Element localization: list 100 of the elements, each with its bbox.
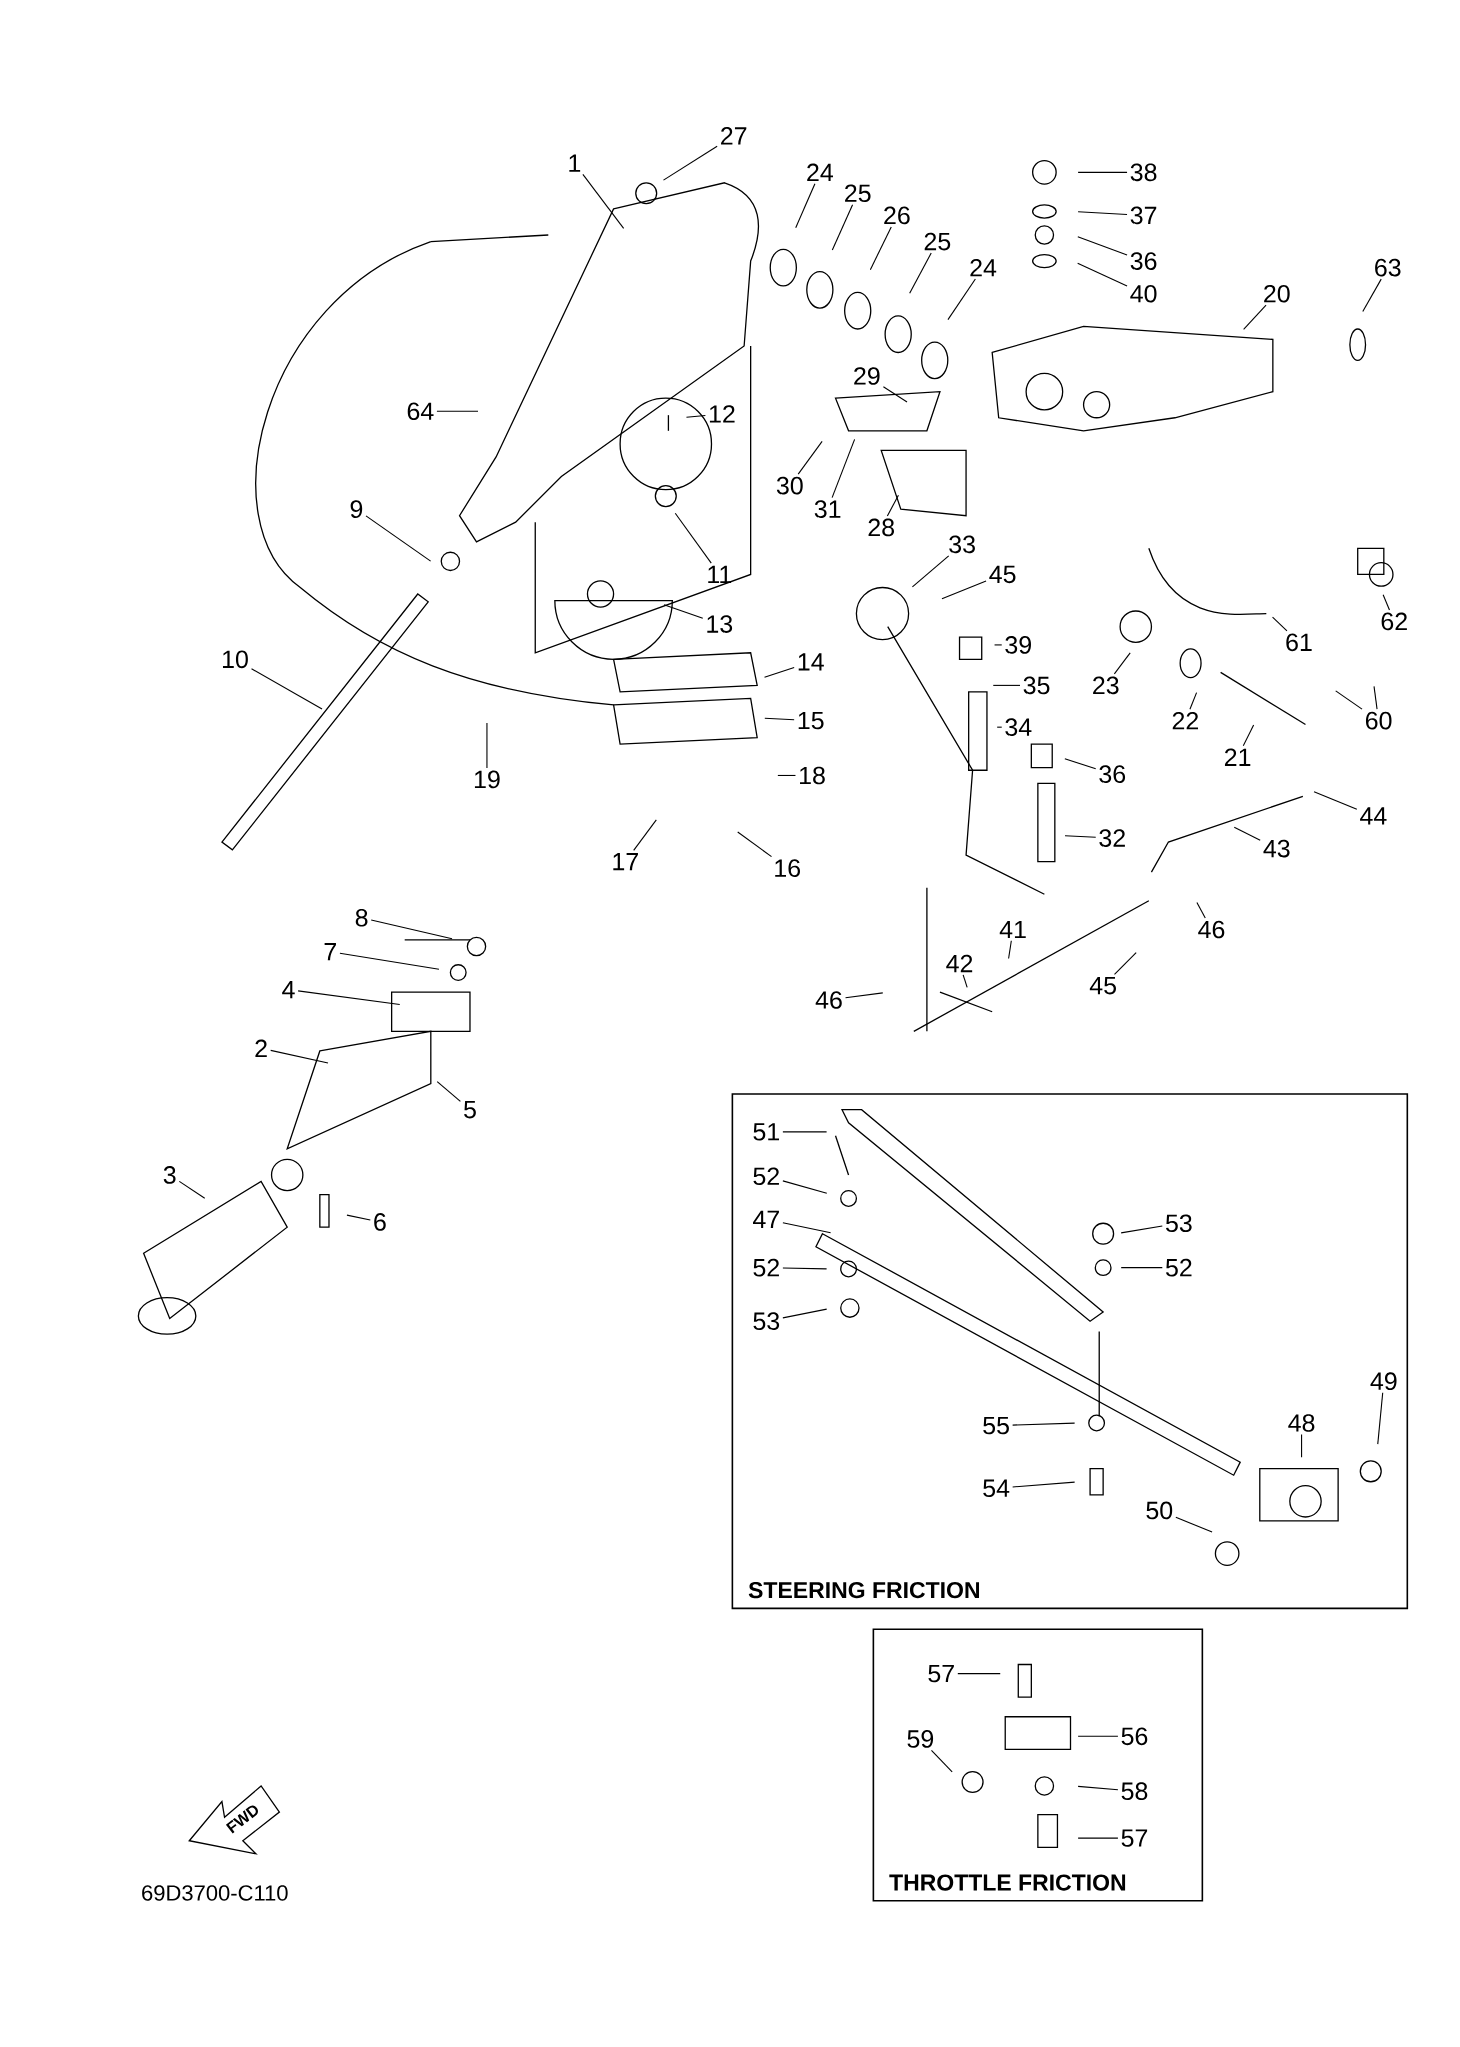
callout-number: 3 [163,1166,176,1184]
callout-number: 60 [1366,711,1392,730]
leader-line [782,1131,828,1133]
leader-line [486,722,488,769]
callout-number: 64 [407,402,434,421]
callout-number: 51 [753,1123,780,1141]
leader-line [370,919,453,940]
callout-number: 27 [721,127,747,145]
leader-line [909,252,932,294]
leader-line [297,990,401,1006]
callout-number: 62 [1381,612,1408,631]
callout-number: 26 [884,206,910,225]
callout-number: 2 [255,1039,267,1058]
callout-number: 34 [1005,718,1032,736]
callout-number: 1 [569,154,581,172]
leader-line [251,668,323,710]
callout-number: 30 [777,476,803,495]
leader-line [436,1081,462,1102]
leader-line [346,1214,372,1221]
leader-line [994,644,1003,646]
callout-number: 14 [798,653,825,671]
leader-line [1120,1225,1164,1234]
leader-line [957,1673,1001,1675]
leader-line [912,555,950,588]
leader-line [1077,171,1128,173]
callout-number: 25 [924,232,951,251]
leader-line [1313,791,1358,810]
leader-line [1175,1516,1213,1533]
callout-number: 16 [775,859,801,877]
callout-number: 52 [1166,1258,1192,1277]
leader-line [737,831,773,858]
leader-line [633,819,658,851]
leader-line [782,1180,828,1194]
leader-line [1008,940,1013,960]
leader-line [1077,1735,1119,1737]
leader-line [1077,236,1128,256]
leader-line [1272,616,1288,632]
leader-line [1362,278,1382,313]
callout-number: 61 [1286,633,1312,652]
callout-number: 17 [613,853,639,871]
leader-line [1243,304,1267,330]
leader-line [764,717,795,721]
callout-number: 9 [350,500,363,518]
callout-number: 50 [1146,1501,1173,1520]
leader-line [962,974,968,988]
leader-line [1114,652,1131,675]
callout-number: 63 [1375,258,1401,277]
callout-number: 24 [970,258,997,277]
leader-line [777,774,797,776]
callout-number: 32 [1099,829,1126,847]
callout-number: 35 [1023,676,1050,695]
leader-line [931,1749,953,1773]
callout-number: 10 [223,650,249,669]
callout-number: 29 [854,367,880,385]
leader-line [686,414,707,418]
leader-line [1196,902,1207,919]
callout-number: 57 [928,1664,955,1683]
callout-number: 45 [1090,976,1117,995]
leader-line [1064,835,1097,838]
leader-line [339,952,440,970]
callout-number: 13 [707,615,733,633]
callout-number: 19 [475,770,500,789]
leader-line [365,515,432,562]
leader-line [782,1308,828,1319]
callout-number: 28 [868,518,895,537]
callout-number: 5 [464,1100,477,1119]
leader-line [797,440,823,475]
leader-line [1077,1785,1119,1791]
leader-line [1064,758,1097,770]
callout-number: 41 [1000,920,1026,939]
leader-line [1189,692,1198,710]
leader-line [1373,685,1378,710]
callout-number: 44 [1360,807,1387,825]
callout-number: 18 [800,766,826,785]
callout-number: 36 [1099,765,1126,783]
leader-line [1377,1392,1384,1445]
leader-line [996,726,1003,728]
leader-line [883,386,908,403]
callout-number: 56 [1121,1727,1148,1746]
callout-number: 47 [753,1210,780,1228]
leader-line [1335,690,1363,710]
callout-number: 43 [1263,839,1290,858]
leader-line [764,666,795,678]
leader-line [663,604,704,619]
callout-number: 52 [753,1258,780,1277]
callout-number: 58 [1121,1782,1148,1800]
leader-line [663,145,718,181]
leader-line [1382,594,1391,611]
callout-number: 38 [1130,163,1157,182]
leader-line [870,226,893,271]
leader-line [992,684,1021,686]
callout-number: 7 [324,943,337,961]
callout-number: 8 [356,908,368,927]
callout-number: 53 [1166,1214,1192,1233]
leader-line [270,1049,329,1064]
callout-number: 6 [374,1213,386,1231]
callout-number: 53 [753,1312,780,1330]
callout-number: 57 [1121,1829,1148,1847]
leader-line [1077,262,1128,287]
callout-number: 49 [1370,1372,1397,1391]
